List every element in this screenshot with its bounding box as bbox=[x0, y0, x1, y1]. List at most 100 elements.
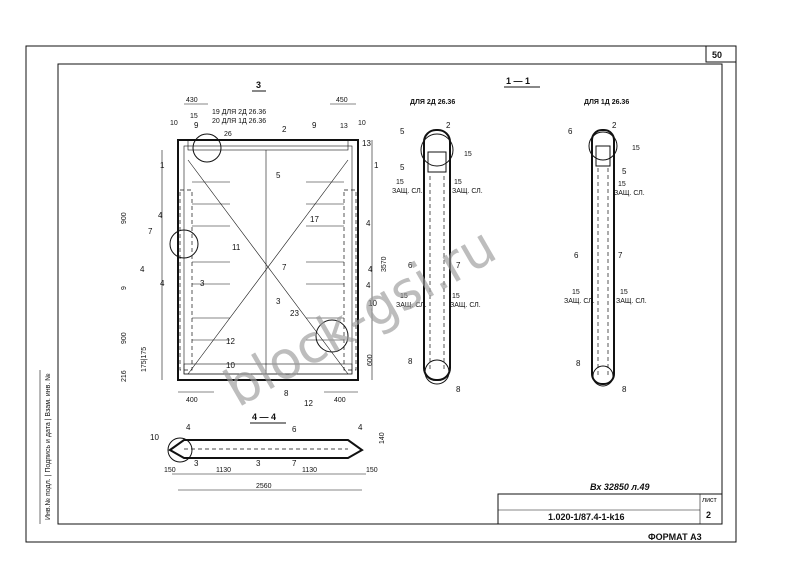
left-mark-8b: 8 bbox=[456, 385, 461, 394]
dim-tl-15: 15 bbox=[190, 113, 198, 120]
dim-bottom-right: 400 bbox=[334, 397, 346, 404]
section-tag: 4 bbox=[140, 265, 145, 274]
left-rebar-cage bbox=[179, 189, 193, 371]
mark-1-right: 1 bbox=[374, 161, 379, 170]
top-beam bbox=[187, 139, 349, 151]
view-label: 3 bbox=[256, 80, 261, 90]
right-weld-c: ЗАЩ. СЛ. bbox=[616, 298, 647, 305]
mark-4-left: 4 bbox=[158, 211, 163, 220]
left-weld-c: ЗАЩ. СЛ. bbox=[396, 302, 427, 309]
mark-23: 23 bbox=[290, 309, 299, 318]
dim-tl-10: 10 bbox=[170, 120, 178, 127]
right-mark-5: 5 bbox=[622, 167, 627, 176]
section-4-4-mark-6: 6 bbox=[292, 425, 297, 434]
section-1-1: 1 — 1 ДЛЯ 2Д 26.36 ДЛЯ 1Д 26.36 5 2 5 15… bbox=[392, 76, 647, 394]
section-4-4-dim-150b: 150 bbox=[366, 467, 378, 474]
right-weld-b: ЗАЩ. СЛ. bbox=[564, 298, 595, 305]
dim-left-h: 9 bbox=[121, 286, 128, 290]
right-mark-8a: 8 bbox=[576, 359, 581, 368]
dim-small-216: 216 bbox=[121, 370, 128, 382]
dim-bottom-left: 400 bbox=[186, 397, 198, 404]
outer-frame bbox=[25, 45, 737, 543]
left-mark-2: 2 bbox=[446, 121, 451, 130]
left-dim-15d: 15 bbox=[400, 293, 408, 300]
right-dim-15c: 15 bbox=[572, 289, 580, 296]
left-dim-15e: 15 bbox=[452, 293, 460, 300]
mark-3: 3 bbox=[200, 279, 205, 288]
side-stamp-text: Инв.№ подл. | Подпись и дата | Взам. инв… bbox=[45, 373, 52, 520]
section-4-4-dim-1130b: 1130 bbox=[302, 467, 317, 474]
section-4-4-detail-circle bbox=[167, 437, 193, 463]
right-mark-8b: 8 bbox=[622, 385, 627, 394]
left-mark-5b: 5 bbox=[400, 163, 405, 172]
mark-4-left-b: 4 bbox=[160, 279, 165, 288]
mark-10: 10 bbox=[368, 299, 377, 308]
callout-top-1: 19 ДЛЯ 2Д 26.36 bbox=[212, 109, 266, 116]
detail-circle-left bbox=[169, 229, 199, 259]
left-mark-8a: 8 bbox=[408, 357, 413, 366]
right-column-head bbox=[595, 145, 611, 167]
left-dim-15b: 15 bbox=[454, 179, 462, 186]
section-4-4-title: 4 — 4 bbox=[252, 412, 276, 422]
left-weld-a: ЗАЩ. СЛ. bbox=[392, 188, 423, 195]
mark-2: 2 bbox=[282, 125, 287, 134]
mark-13: 13 bbox=[362, 139, 371, 148]
mark-11: 11 bbox=[232, 243, 241, 252]
right-dim-15a: 15 bbox=[632, 145, 640, 152]
mark-1-left: 1 bbox=[160, 161, 165, 170]
dim-left-900b: 900 bbox=[121, 332, 128, 344]
sheet-label: лист bbox=[702, 497, 717, 504]
left-column-bottom-circle bbox=[424, 359, 450, 385]
section-4-4-total: 2560 bbox=[256, 483, 272, 490]
section-4-4-height: 140 bbox=[379, 432, 386, 444]
section-4-4-mark-3a: 3 bbox=[194, 459, 199, 468]
right-mark-6a: 6 bbox=[568, 127, 573, 136]
format-label: ФОРМАТ А3 bbox=[648, 532, 702, 542]
dim-small-175: 175|175 bbox=[141, 347, 148, 372]
mark-17: 17 bbox=[310, 215, 319, 224]
mark-10b: 10 bbox=[226, 361, 235, 370]
dim-left-900a: 900 bbox=[121, 212, 128, 224]
right-mark-2: 2 bbox=[612, 121, 617, 130]
dim-top-left: 430 bbox=[186, 97, 198, 104]
left-mark-6: 6 bbox=[408, 261, 413, 270]
inner-frame bbox=[57, 63, 723, 525]
right-dim-15b: 15 bbox=[618, 181, 626, 188]
right-column-bottom-circle bbox=[592, 365, 614, 387]
mark-5: 5 bbox=[276, 171, 281, 180]
dim-bottom-side: 600 bbox=[367, 354, 374, 366]
section-4-4-dim-1130a: 1130 bbox=[216, 467, 231, 474]
left-mark-7: 7 bbox=[456, 261, 461, 270]
left-dim-15a: 15 bbox=[396, 179, 404, 186]
sheet-number: 2 bbox=[706, 510, 711, 520]
right-mark-7: 7 bbox=[618, 251, 623, 260]
left-dim-15c: 15 bbox=[464, 151, 472, 158]
left-column-body bbox=[423, 129, 451, 381]
title-block bbox=[497, 493, 723, 525]
page-number-box bbox=[705, 45, 737, 63]
right-dim-15d: 15 bbox=[620, 289, 628, 296]
dim-height-total: 3570 bbox=[381, 256, 388, 272]
elevation-view: 3 19 ДЛЯ 2Д 26.36 20 ДЛЯ 1Д 26.36 bbox=[121, 80, 388, 408]
section-4-4-body bbox=[168, 439, 364, 459]
dim-top-right: 450 bbox=[336, 97, 348, 104]
page-number: 50 bbox=[712, 50, 722, 60]
mark-9: 9 bbox=[194, 121, 199, 130]
right-weld-a: ЗАЩ. СЛ. bbox=[614, 190, 645, 197]
right-column-body bbox=[591, 129, 615, 385]
right-mark-6b: 6 bbox=[574, 251, 579, 260]
mark-9b: 9 bbox=[312, 121, 317, 130]
mark-4-right-b: 4 bbox=[366, 281, 371, 290]
section-1-1-title: 1 — 1 bbox=[506, 76, 530, 86]
handwritten-note: Вх 32850 л.49 bbox=[590, 482, 650, 492]
dim-tr-10: 10 bbox=[358, 120, 366, 127]
mark-8: 8 bbox=[284, 389, 289, 398]
mark-3b: 3 bbox=[276, 297, 281, 306]
detail-circle-top bbox=[192, 133, 222, 163]
section-4-4-dim-150a: 150 bbox=[164, 467, 176, 474]
dim-tl-26: 26 bbox=[224, 131, 232, 138]
section-1-1-left-caption: ДЛЯ 2Д 26.36 bbox=[410, 99, 455, 106]
mark-12: 12 bbox=[226, 337, 235, 346]
section-4-4-mark-4b: 4 bbox=[358, 423, 363, 432]
